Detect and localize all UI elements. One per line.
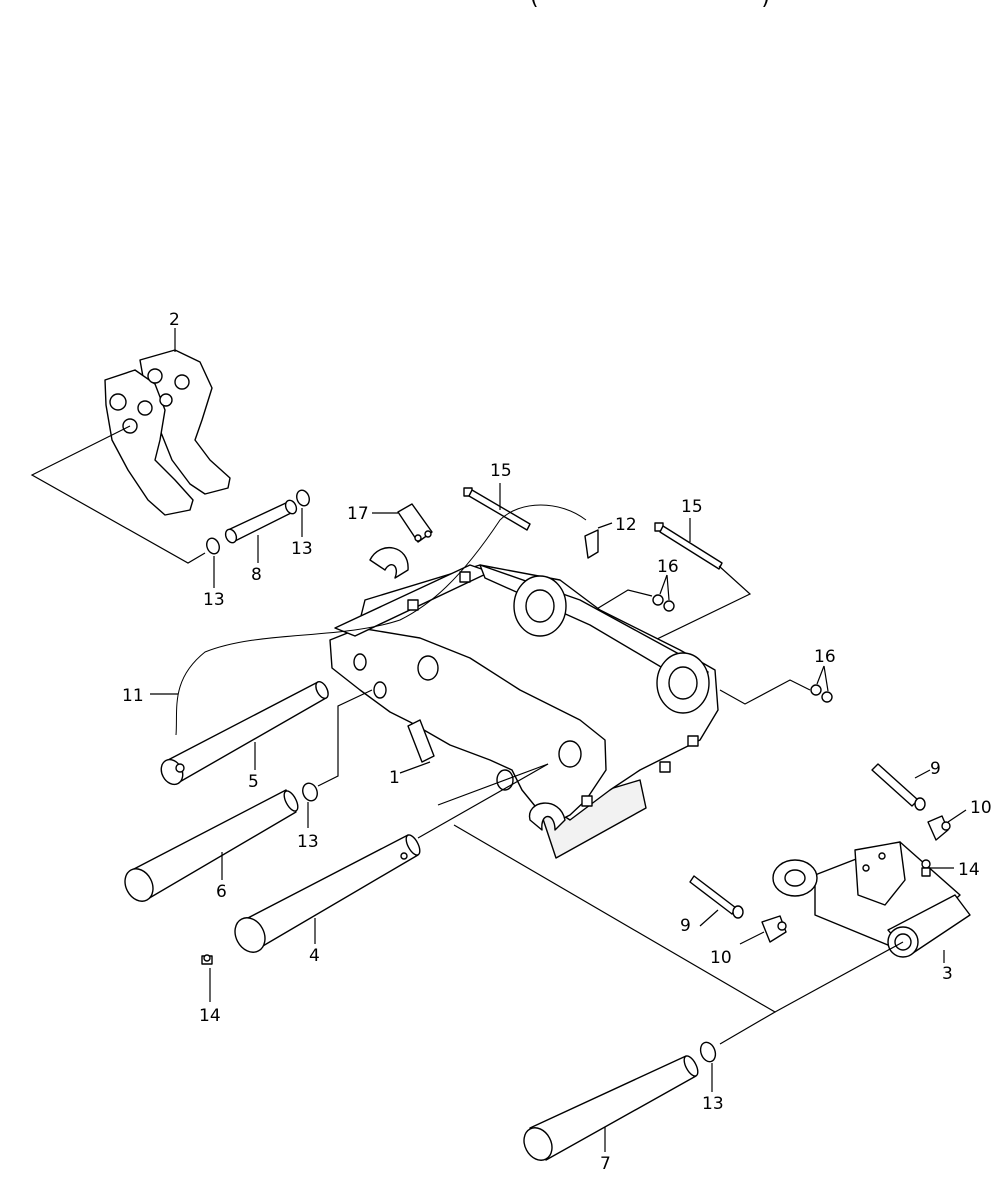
part-12-clip (584, 529, 599, 559)
ring-13-bottom (699, 1041, 717, 1063)
callout-11: 11 (122, 686, 144, 706)
part-8-pin (224, 499, 298, 544)
callout-15-top: 15 (490, 461, 512, 481)
callout-3: 3 (942, 964, 953, 984)
part-1-coupler-frame (329, 547, 719, 859)
ring-13-left (206, 537, 220, 555)
callout-8: 8 (251, 565, 262, 585)
part-9-hose-upper (871, 763, 926, 811)
callout-5: 5 (248, 772, 259, 792)
callout-13-left: 13 (203, 590, 225, 610)
callout-14-right: 14 (958, 860, 980, 880)
part-2-hook-plates (104, 349, 231, 516)
title-fragment: ( ) (530, 0, 770, 10)
part-16-nuts-upper (652, 594, 675, 612)
callout-14-left: 14 (199, 1006, 221, 1026)
callout-10-lower: 10 (710, 948, 732, 968)
callout-6: 6 (216, 882, 227, 902)
ring-13-mid (302, 782, 318, 802)
part-14-grease-nipple-right (921, 859, 931, 877)
part-7-pin (523, 1055, 699, 1161)
callout-9-upper: 9 (930, 759, 941, 779)
callout-17: 17 (347, 504, 369, 524)
part-11-safety-wire (175, 504, 587, 736)
callout-16-lower: 16 (814, 647, 836, 667)
callout-1: 1 (389, 768, 400, 788)
ring-13-right (296, 489, 310, 507)
callout-10-upper: 10 (970, 798, 992, 818)
callout-7: 7 (600, 1154, 611, 1174)
part-14-grease-nipple-left (201, 954, 213, 965)
callout-4: 4 (309, 946, 320, 966)
part-3-hydraulic-cylinder (772, 841, 971, 958)
callout-13-bottom: 13 (702, 1094, 724, 1114)
part-9-hose-lower (689, 875, 744, 919)
part-15-bolt-right (654, 522, 723, 570)
part-10-elbow-upper (927, 815, 951, 841)
part-17-bracket (397, 503, 433, 543)
callout-13-mid: 13 (297, 832, 319, 852)
callout-13-upper: 13 (291, 539, 313, 559)
callout-16-upper: 16 (657, 557, 679, 577)
callout-2: 2 (169, 310, 180, 330)
part-10-elbow-lower (761, 915, 787, 943)
callout-12: 12 (615, 515, 637, 535)
callout-15-right: 15 (681, 497, 703, 517)
callout-9-lower: 9 (680, 916, 691, 936)
part-6-pin (124, 789, 299, 902)
part-5-pin (160, 681, 329, 786)
part-16-nuts-lower (810, 684, 833, 703)
part-4-pin (234, 834, 421, 953)
